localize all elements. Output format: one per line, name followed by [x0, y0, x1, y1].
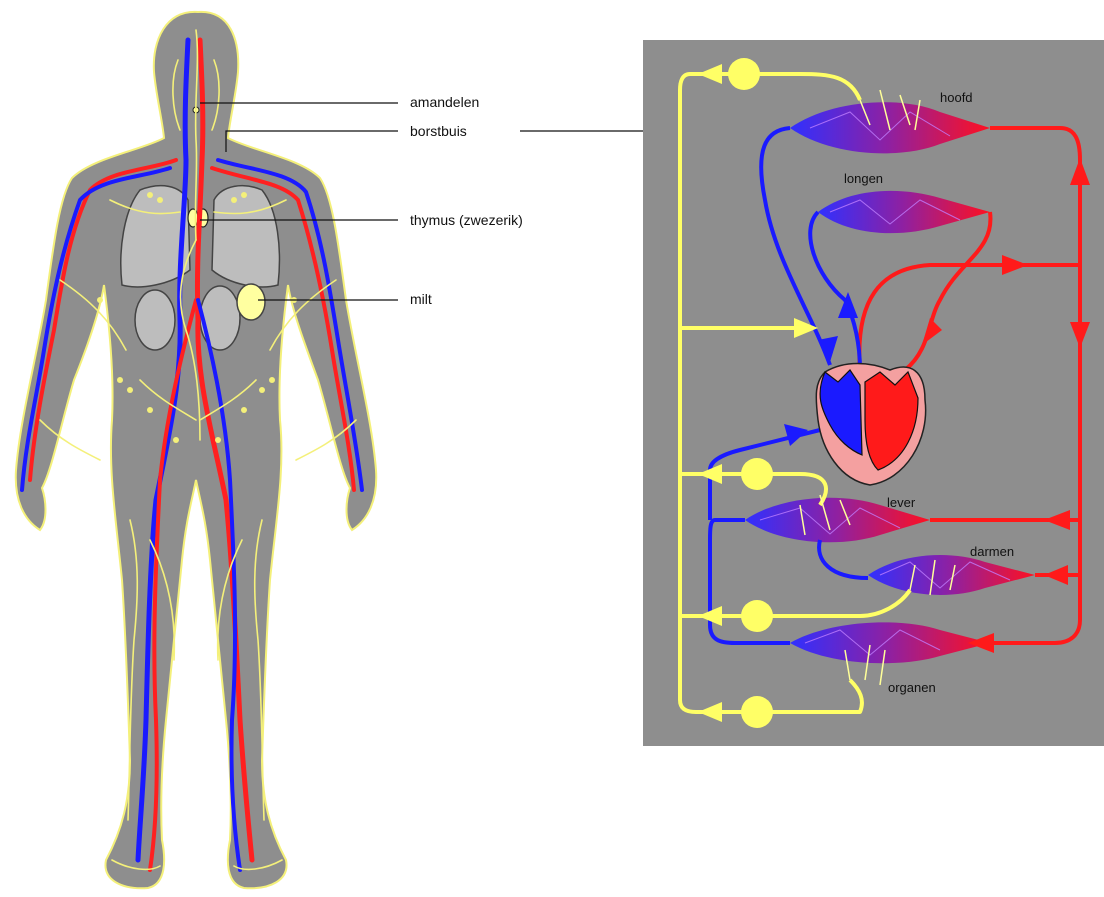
lungs-shape-right [212, 186, 279, 287]
human-body-figure [16, 12, 377, 888]
lymph-node-3 [741, 600, 773, 632]
kidney-right [200, 286, 240, 350]
label-intestines: darmen [970, 544, 1014, 559]
label-thymus: thymus (zwezerik) [410, 212, 523, 228]
lymph-node-4 [741, 696, 773, 728]
label-tonsils: amandelen [410, 94, 479, 110]
label-head: hoofd [940, 90, 973, 105]
lymph-node-1 [728, 58, 760, 90]
label-organs: organen [888, 680, 936, 695]
kidney-left [135, 290, 175, 350]
label-liver: lever [887, 495, 916, 510]
label-spleen: milt [410, 291, 432, 307]
label-thoracic-duct: borstbuis [410, 123, 467, 139]
lymph-node-2 [741, 458, 773, 490]
spleen-shape [237, 284, 265, 320]
thymus-left [188, 209, 198, 227]
label-lungs: longen [844, 171, 883, 186]
